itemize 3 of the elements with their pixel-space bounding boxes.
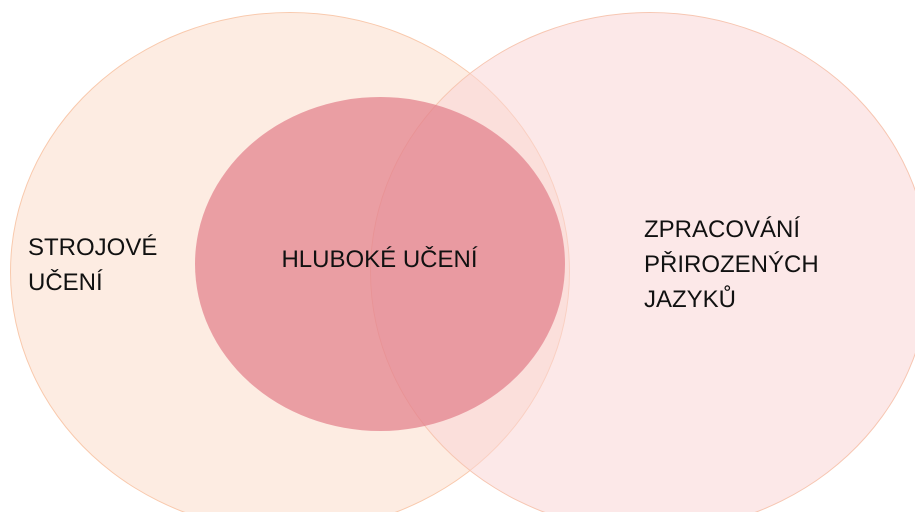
set-label: STROJOVÉ UČENÍ (28, 233, 158, 298)
set-label: ZPRACOVÁNÍ PŘIROZENÝCH JAZYKŮ (644, 215, 820, 315)
set-label: HLUBOKÉ UČENÍ (280, 244, 479, 274)
